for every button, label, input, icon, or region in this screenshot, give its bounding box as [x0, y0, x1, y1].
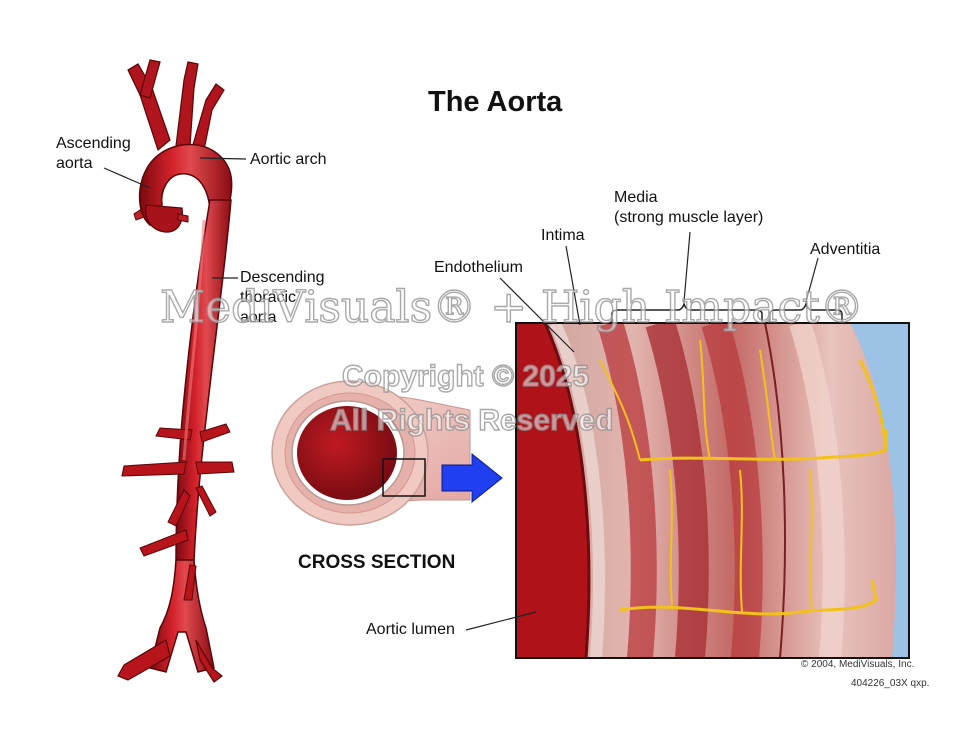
label-aortic-arch: Aortic arch — [250, 151, 327, 168]
label-ascending-aorta-1: Ascending — [56, 135, 131, 152]
label-media-2: (strong muscle layer) — [614, 209, 764, 226]
label-descending-3: aorta — [240, 309, 277, 326]
leader-lines — [103, 157, 819, 631]
watermark-brand: MediVisuals® + High Impact® — [159, 281, 864, 333]
label-descending-2: thoracic — [240, 289, 297, 306]
label-aortic-lumen: Aortic lumen — [366, 621, 455, 638]
copyright-credit: © 2004, MediVisuals, Inc. — [801, 659, 915, 670]
wall-detail-panel — [516, 323, 909, 658]
label-endothelium: Endothelium — [434, 259, 523, 276]
watermark-copyright: Copyright © 2025 — [341, 359, 590, 393]
label-descending-1: Descending — [240, 269, 325, 286]
label-media-1: Media — [614, 189, 658, 206]
watermark-rights: All Rights Reserved — [329, 403, 614, 437]
label-adventitia: Adventitia — [810, 241, 881, 258]
label-ascending-aorta-2: aorta — [56, 155, 93, 172]
file-code: 404226_03X qxp. — [851, 678, 930, 689]
cross-section-illustration — [271, 380, 471, 526]
cross-section-caption: CROSS SECTION — [298, 552, 456, 573]
brace-adventitia — [769, 301, 843, 322]
zoom-arrow-icon — [441, 452, 503, 504]
label-intima: Intima — [541, 227, 585, 244]
aorta-vessel — [117, 59, 235, 683]
page-title: The Aorta — [428, 86, 563, 118]
zoom-box — [382, 458, 426, 497]
brace-media — [611, 301, 763, 322]
